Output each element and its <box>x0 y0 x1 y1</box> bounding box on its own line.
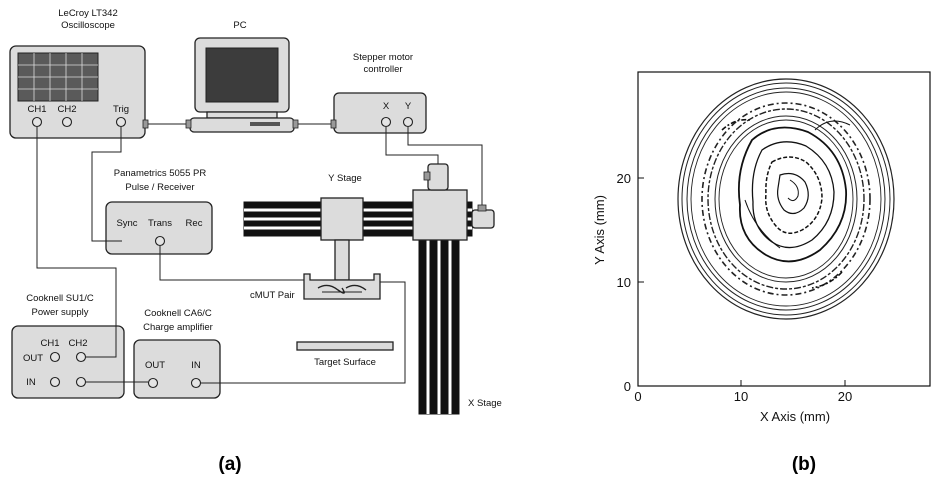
stepper-y-label: Y <box>405 101 412 112</box>
signal-cables <box>36 127 483 384</box>
oscilloscope-subtitle: Oscilloscope <box>61 20 115 31</box>
stepper-controller: Stepper motor controller X Y <box>333 52 427 134</box>
x-stage-label: X Stage <box>468 398 502 409</box>
osc-ch2-port <box>61 116 73 128</box>
cmut-arm <box>334 239 350 281</box>
oscilloscope-grid <box>18 53 98 101</box>
y-stage-carriage <box>320 197 364 241</box>
y-tick-0: 0 <box>624 379 631 394</box>
pulser-trans-label: Trans <box>148 218 172 229</box>
top-cables <box>142 119 337 129</box>
pulser-title: Panametrics 5055 PR <box>114 168 207 179</box>
oscilloscope: LeCroy LT342 Oscilloscope CH1 CH2 Trig <box>9 8 146 139</box>
power-ch2-label: CH2 <box>68 338 87 349</box>
x-axis-label: X Axis (mm) <box>760 409 830 424</box>
osc-trig-port <box>115 116 127 128</box>
power-in-label: IN <box>26 377 36 388</box>
x-stage-motor <box>427 163 449 191</box>
pulser-receiver: Panametrics 5055 PR Pulse / Receiver Syn… <box>105 168 213 255</box>
amp-title: Cooknell CA6/C <box>144 308 212 319</box>
coin-contours <box>677 78 895 320</box>
y-tick-20: 20 <box>617 171 631 186</box>
stepper-title: Stepper motor <box>353 52 413 63</box>
x-tick-0: 0 <box>634 389 641 404</box>
amp-in-port <box>190 377 202 389</box>
caption-b: (b) <box>792 454 816 475</box>
y-axis-label: Y Axis (mm) <box>592 195 607 265</box>
amp-out-label: OUT <box>145 360 165 371</box>
osc-ch2-label: CH2 <box>57 104 76 115</box>
stepper-x-label: X <box>383 101 390 112</box>
pc-stand <box>206 111 278 119</box>
osc-ch1-label: CH1 <box>27 104 46 115</box>
y-tick-10: 10 <box>617 275 631 290</box>
axis-ticks <box>637 177 846 387</box>
amp-in-label: IN <box>191 360 201 371</box>
target-label: Target Surface <box>314 357 376 368</box>
power-ch2-port <box>75 351 87 363</box>
osc-trig-label: Trig <box>113 104 129 115</box>
power-ch1-label: CH1 <box>40 338 59 349</box>
target-plate <box>296 341 394 351</box>
x-tick-10: 10 <box>734 389 748 404</box>
pc-drive-slot <box>250 122 280 126</box>
pc-screen <box>205 47 279 103</box>
cmut-pair: cMUT Pair <box>250 239 381 301</box>
stepper-body <box>333 92 427 134</box>
stepper-y-port <box>402 116 414 128</box>
pulser-body <box>105 201 213 255</box>
y-stage-label: Y Stage <box>328 173 362 184</box>
oscilloscope-title: LeCroy LT342 <box>58 8 118 19</box>
osc-ch1-port <box>31 116 43 128</box>
pulser-sync-label: Sync <box>116 218 137 229</box>
stepper-subtitle: controller <box>363 64 402 75</box>
cmut-label: cMUT Pair <box>250 290 295 301</box>
c-scan-plot: 0 10 20 0 10 20 X Axis (mm) Y Axis (mm) <box>592 71 931 424</box>
power-out-label: OUT <box>23 353 43 364</box>
power-title: Cooknell SU1/C <box>26 293 94 304</box>
pc: PC <box>189 20 295 133</box>
caption-a: (a) <box>218 454 241 475</box>
charge-amplifier: Cooknell CA6/C Charge amplifier OUT IN <box>133 308 221 399</box>
stepper-x-port <box>380 116 392 128</box>
pulser-subtitle: Pulse / Receiver <box>125 182 194 193</box>
target-surface: Target Surface <box>296 341 394 368</box>
power-in1-port <box>49 376 61 388</box>
x-stage: X Stage <box>412 163 502 415</box>
power-ch1-port <box>49 351 61 363</box>
y-stage-motor <box>471 209 495 229</box>
power-supply: Cooknell SU1/C Power supply CH1 CH2 OUT … <box>11 293 125 399</box>
amp-out-port <box>147 377 159 389</box>
power-body <box>11 325 125 399</box>
amp-subtitle: Charge amplifier <box>143 322 213 333</box>
pc-label: PC <box>233 20 246 31</box>
pulser-trans-port <box>154 235 166 247</box>
x-stage-carriage <box>412 189 468 241</box>
coin-relief <box>721 118 851 289</box>
cmut-holder <box>303 273 381 300</box>
power-subtitle: Power supply <box>31 307 88 318</box>
pulser-rec-label: Rec <box>186 218 203 229</box>
x-tick-20: 20 <box>838 389 852 404</box>
power-in2-port <box>75 376 87 388</box>
